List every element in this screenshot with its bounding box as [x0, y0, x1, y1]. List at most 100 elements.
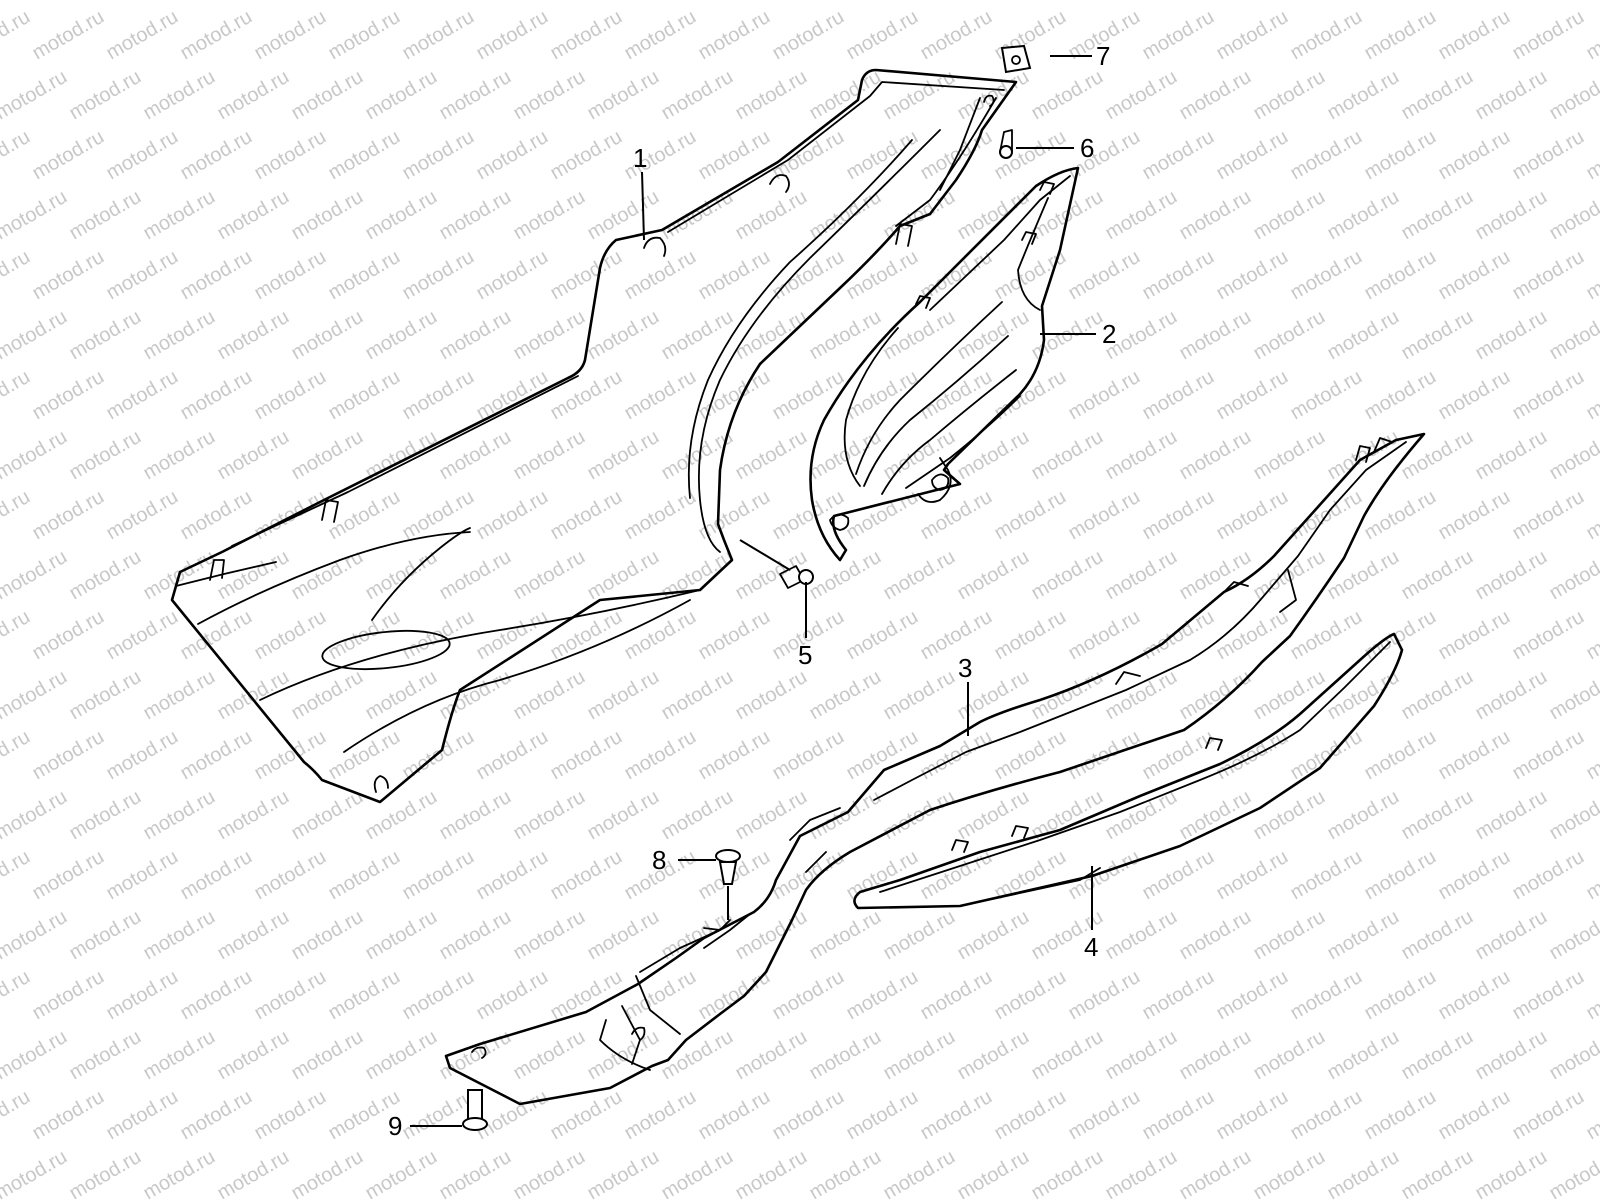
watermark-text: motod.ru: [1509, 126, 1588, 185]
watermark-text: motod.ru: [362, 786, 441, 845]
watermark-text: motod.ru: [1250, 66, 1329, 125]
watermark-text: motod.ru: [140, 306, 219, 365]
watermark-text: motod.ru: [1546, 1146, 1600, 1200]
watermark-text: motod.ru: [1435, 966, 1514, 1025]
watermark-text: motod.ru: [1324, 906, 1403, 965]
watermark-text: motod.ru: [399, 846, 478, 905]
watermark-text: motod.ru: [510, 1146, 589, 1200]
watermark-text: motod.ru: [399, 126, 478, 185]
watermark-text: motod.ru: [1213, 1086, 1292, 1145]
watermark-text: motod.ru: [140, 1146, 219, 1200]
watermark-text: motod.ru: [66, 1146, 145, 1200]
watermark-text: motod.ru: [584, 426, 663, 485]
watermark-text: motod.ru: [251, 966, 330, 1025]
callout-7: 7: [1096, 41, 1110, 71]
watermark-text: motod.ru: [1398, 186, 1477, 245]
watermark-text: motod.ru: [140, 666, 219, 725]
watermark-text: motod.ru: [1583, 6, 1600, 65]
watermark-text: motod.ru: [1398, 426, 1477, 485]
watermark-text: motod.ru: [584, 1146, 663, 1200]
watermark-text: motod.ru: [1583, 606, 1600, 665]
watermark-text: motod.ru: [251, 846, 330, 905]
watermark-text: motod.ru: [547, 6, 626, 65]
watermark-text: motod.ru: [1361, 246, 1440, 305]
watermark-text: motod.ru: [1176, 666, 1255, 725]
watermark-text: motod.ru: [1472, 1026, 1551, 1085]
watermark-text: motod.ru: [362, 546, 441, 605]
watermark-text: motod.ru: [1472, 906, 1551, 965]
watermark-text: motod.ru: [954, 1146, 1033, 1200]
watermark-text: motod.ru: [436, 186, 515, 245]
watermark-text: motod.ru: [177, 6, 256, 65]
watermark-text: motod.ru: [1472, 786, 1551, 845]
watermark-text: motod.ru: [251, 1086, 330, 1145]
part-3-lower-rail: [444, 432, 1426, 1106]
watermark-text: motod.ru: [1546, 0, 1600, 4]
watermark-text: motod.ru: [177, 966, 256, 1025]
watermark-text: motod.ru: [0, 786, 71, 845]
watermark-text: motod.ru: [1213, 726, 1292, 785]
watermark-text: motod.ru: [991, 366, 1070, 425]
watermark-text: motod.ru: [399, 246, 478, 305]
watermark-text: motod.ru: [1287, 6, 1366, 65]
watermark-text: motod.ru: [1546, 66, 1600, 125]
watermark-text: motod.ru: [880, 1146, 959, 1200]
leader-lines: [410, 55, 1096, 1127]
watermark-text: motod.ru: [1583, 486, 1600, 545]
watermark-text: motod.ru: [584, 0, 663, 4]
watermark-text: motod.ru: [0, 246, 34, 305]
watermark-text: motod.ru: [1324, 786, 1403, 845]
watermark-text: motod.ru: [288, 306, 367, 365]
watermark-text: motod.ru: [1028, 426, 1107, 485]
watermark-text: motod.ru: [658, 426, 737, 485]
watermark-text: motod.ru: [1065, 966, 1144, 1025]
watermark-text: motod.ru: [732, 426, 811, 485]
watermark-text: motod.ru: [1250, 1026, 1329, 1085]
watermark-text: motod.ru: [214, 66, 293, 125]
watermark-text: motod.ru: [621, 726, 700, 785]
watermark-text: motod.ru: [1028, 306, 1107, 365]
watermark-text: motod.ru: [66, 1026, 145, 1085]
watermark-text: motod.ru: [1398, 1026, 1477, 1085]
watermark-text: motod.ru: [732, 1146, 811, 1200]
watermark-text: motod.ru: [1139, 846, 1218, 905]
watermark-text: motod.ru: [1583, 366, 1600, 425]
watermark-text: motod.ru: [140, 786, 219, 845]
watermark-text: motod.ru: [1398, 66, 1477, 125]
watermark-text: motod.ru: [510, 1026, 589, 1085]
watermark-text: motod.ru: [658, 666, 737, 725]
watermark-text: motod.ru: [732, 666, 811, 725]
watermark-text: motod.ru: [1361, 6, 1440, 65]
watermark-text: motod.ru: [1250, 786, 1329, 845]
watermark-text: motod.ru: [0, 726, 34, 785]
watermark-text: motod.ru: [1028, 66, 1107, 125]
watermark-text: motod.ru: [362, 66, 441, 125]
watermark-text: motod.ru: [1509, 246, 1588, 305]
watermark-text: motod.ru: [288, 0, 367, 4]
watermark-text: motod.ru: [251, 126, 330, 185]
watermark-text: motod.ru: [1324, 1026, 1403, 1085]
watermark-text: motod.ru: [325, 846, 404, 905]
watermark-text: motod.ru: [177, 846, 256, 905]
watermark-text: motod.ru: [103, 246, 182, 305]
watermark-text: motod.ru: [436, 546, 515, 605]
fastener-6-screw: [999, 129, 1013, 159]
watermark-text: motod.ru: [917, 1086, 996, 1145]
watermark-text: motod.ru: [1139, 6, 1218, 65]
watermark-text: motod.ru: [1065, 366, 1144, 425]
watermark-text: motod.ru: [1287, 246, 1366, 305]
fastener-9-bolt: [462, 1089, 488, 1131]
watermark-text: motod.ru: [584, 666, 663, 725]
watermark-text: motod.ru: [1472, 546, 1551, 605]
watermark-text: motod.ru: [0, 6, 34, 65]
watermark-text: motod.ru: [695, 486, 774, 545]
watermark-text: motod.ru: [806, 786, 885, 845]
watermark-text: motod.ru: [1509, 726, 1588, 785]
watermark-text: motod.ru: [1176, 546, 1255, 605]
watermark-text: motod.ru: [917, 6, 996, 65]
watermark-text: motod.ru: [140, 906, 219, 965]
watermark-text: motod.ru: [214, 306, 293, 365]
watermark-text: motod.ru: [399, 6, 478, 65]
watermark-text: motod.ru: [658, 546, 737, 605]
watermark-text: motod.ru: [1028, 1146, 1107, 1200]
